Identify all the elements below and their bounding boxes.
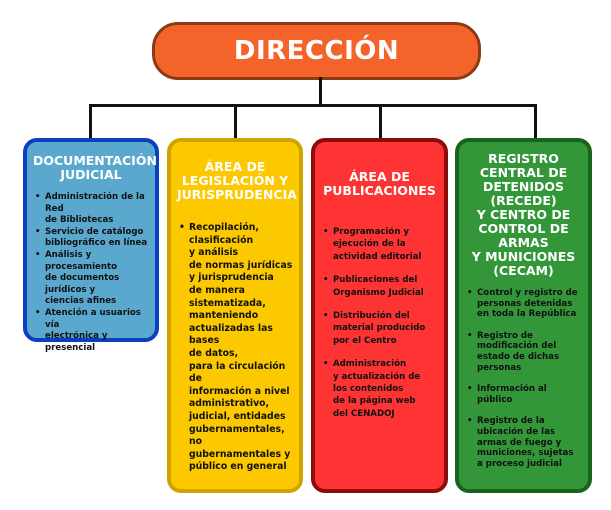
- connector-horizontal: [89, 104, 537, 107]
- list-item: Publicaciones del Organismo Judicial: [321, 274, 438, 299]
- unit-title: ÁREA DE PUBLICACIONES: [323, 169, 436, 198]
- list-item: Servicio de catálogo bibliográfico en lí…: [33, 227, 149, 250]
- list-item: Registro de modificación del estado de d…: [465, 331, 582, 373]
- connector-documentacion: [89, 104, 92, 140]
- list-item: Análisis y procesamiento de documentos j…: [33, 250, 149, 308]
- connector-publicaciones: [379, 104, 382, 140]
- unit-title: ÁREA DE LEGISLACIÓN Y JURISPRUDENCIA: [177, 159, 297, 202]
- connector-legislacion: [234, 104, 237, 140]
- list-item: Administración y actualización de los co…: [321, 358, 438, 420]
- direccion-title: DIRECCIÓN: [233, 36, 400, 66]
- unit-recede-cecam: REGISTRO CENTRAL DE DETENIDOS (RECEDE) Y…: [455, 138, 592, 493]
- list-item: Recopilación, clasificación y análisis d…: [177, 222, 293, 474]
- list-item: Administración de la Red de Bibliotecas: [33, 192, 149, 227]
- unit-title: DOCUMENTACIÓN JUDICIAL: [33, 153, 157, 182]
- connector-trunk: [319, 77, 322, 106]
- unit-publicaciones: ÁREA DE PUBLICACIONES Programación y eje…: [311, 138, 448, 493]
- list-item: Programación y ejecución de la actividad…: [321, 226, 438, 263]
- unit-legislacion-jurisprudencia: ÁREA DE LEGISLACIÓN Y JURISPRUDENCIA Rec…: [167, 138, 303, 493]
- direccion-box: DIRECCIÓN: [152, 22, 481, 80]
- list-item: Atención a usuarios vía electrónica y pr…: [33, 308, 149, 354]
- list-item: Información al público: [465, 384, 582, 405]
- list-item: Control y registro de personas detenidas…: [465, 288, 582, 320]
- unit-documentacion-judicial: DOCUMENTACIÓN JUDICIAL Administración de…: [23, 138, 159, 353]
- list-item: Distribución del material producido por …: [321, 310, 438, 347]
- unit-title: REGISTRO CENTRAL DE DETENIDOS (RECEDE) Y…: [471, 151, 576, 278]
- connector-recede: [534, 104, 537, 140]
- list-item: Registro de la ubicación de las armas de…: [465, 416, 582, 469]
